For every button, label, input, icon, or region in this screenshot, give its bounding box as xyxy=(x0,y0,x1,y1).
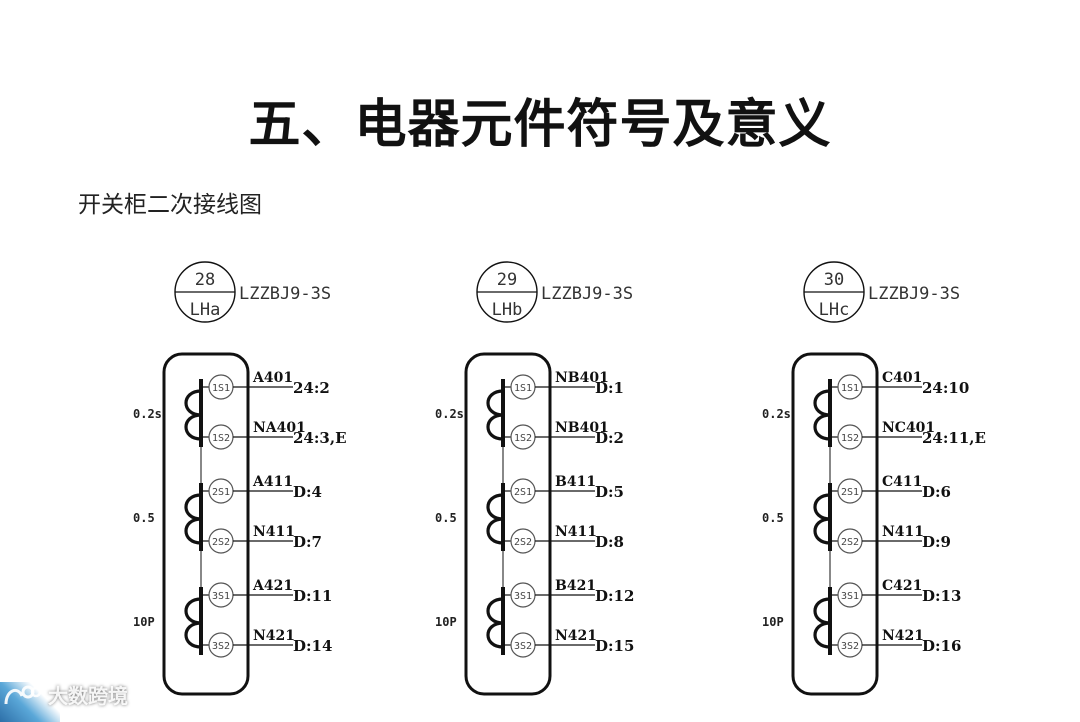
ct-coil xyxy=(184,493,202,545)
ct-terminal-id: 3S1 xyxy=(212,591,230,602)
ct-coil xyxy=(184,389,202,441)
ct-coil xyxy=(184,597,202,649)
ct-name: LHa xyxy=(190,300,221,320)
ct-wire-label: A421 xyxy=(252,578,293,594)
ct-destination: D:14 xyxy=(293,637,332,655)
ct-destination: D:8 xyxy=(595,533,624,551)
ct-destination: 24:2 xyxy=(293,379,330,397)
ct-destination: D:11 xyxy=(293,587,332,605)
ct-terminal-id: 3S2 xyxy=(212,641,230,652)
ct-terminal-id: 3S1 xyxy=(514,591,532,602)
ct-destination: D:5 xyxy=(595,483,624,501)
ct-wire-label: N421 xyxy=(882,628,924,644)
ct-destination: D:4 xyxy=(293,483,322,501)
ct-destination: D:13 xyxy=(922,587,961,605)
ct-number: 30 xyxy=(824,270,844,290)
ct-wire-label: NA401 xyxy=(253,420,306,436)
ct-wire-label: A401 xyxy=(252,370,293,386)
watermark: 大数跨境 xyxy=(2,680,128,709)
ct-destination: D:16 xyxy=(922,637,961,655)
ct-enclosure xyxy=(791,352,879,696)
ct-destination: D:12 xyxy=(595,587,634,605)
ct-terminal-id: 3S1 xyxy=(841,591,859,602)
ct-accuracy-class: 0.2s xyxy=(133,407,162,421)
corner-decoration xyxy=(0,682,60,722)
ct-wire-label: C411 xyxy=(882,474,922,490)
ct-terminal-id: 1S2 xyxy=(514,433,532,444)
ct-name: LHb xyxy=(492,300,523,320)
ct-coil xyxy=(486,597,504,649)
ct-wire-label: B411 xyxy=(555,474,596,490)
ct-terminal-id: 3S2 xyxy=(514,641,532,652)
page-title: 五、电器元件符号及意义 xyxy=(248,95,832,155)
ct-terminal-id: 2S1 xyxy=(841,487,859,498)
ct-enclosure xyxy=(162,352,250,696)
ct-wire-label: N421 xyxy=(555,628,597,644)
ct-accuracy-class: 10P xyxy=(435,615,457,629)
ct-terminal-id: 1S1 xyxy=(841,383,859,394)
ct-wire-label: C421 xyxy=(882,578,922,594)
ct-wire-label: N411 xyxy=(253,524,295,540)
ct-wire-label: A411 xyxy=(252,474,293,490)
ct-svg: 29LHbLZZBJ9-3S0.2s1S1NB401D:11S2NB401D:2… xyxy=(435,261,634,696)
ct-destination: 24:11,E xyxy=(922,429,986,447)
ct-wire-label: N411 xyxy=(882,524,924,540)
ct-coil xyxy=(813,389,831,441)
ct-terminal-id: 3S2 xyxy=(841,641,859,652)
ct-terminal-id: 1S1 xyxy=(514,383,532,394)
ct-enclosure xyxy=(464,352,552,696)
page-subtitle: 开关柜二次接线图 xyxy=(78,192,262,218)
ct-wire-label: NB401 xyxy=(555,420,609,436)
ct-model: LZZBJ9-3S xyxy=(541,284,633,304)
ct-wire-label: NB401 xyxy=(555,370,609,386)
ct-destination: D:9 xyxy=(922,533,951,551)
ct-number: 28 xyxy=(195,270,215,290)
watermark-logo-icon xyxy=(4,685,42,704)
ct-accuracy-class: 0.5 xyxy=(762,511,784,525)
ct-terminal-id: 1S2 xyxy=(212,433,230,444)
ct-coil xyxy=(486,493,504,545)
ct-wire-label: NC401 xyxy=(882,420,935,436)
ct-accuracy-class: 0.2s xyxy=(435,407,464,421)
ct-terminal-id: 1S1 xyxy=(212,383,230,394)
ct-coil xyxy=(813,493,831,545)
ct-terminal-id: 2S1 xyxy=(212,487,230,498)
ct-wire-label: C401 xyxy=(882,370,922,386)
ct-accuracy-class: 10P xyxy=(133,615,155,629)
ct-model: LZZBJ9-3S xyxy=(868,284,960,304)
ct-accuracy-class: 10P xyxy=(762,615,784,629)
ct-destination: D:15 xyxy=(595,637,634,655)
ct-destination: 24:3,E xyxy=(293,429,347,447)
ct-accuracy-class: 0.2s xyxy=(762,407,791,421)
ct-terminal-id: 2S1 xyxy=(514,487,532,498)
ct-destination: D:7 xyxy=(293,533,322,551)
ct-model: LZZBJ9-3S xyxy=(239,284,331,304)
ct-accuracy-class: 0.5 xyxy=(133,511,155,525)
ct-coil xyxy=(813,597,831,649)
ct-terminal-id: 2S2 xyxy=(514,537,532,548)
watermark-text: 大数跨境 xyxy=(48,684,128,708)
ct-destination: D:2 xyxy=(595,429,624,447)
ct-terminal-id: 1S2 xyxy=(841,433,859,444)
ct-destination: D:1 xyxy=(595,379,624,397)
ct-wire-label: N411 xyxy=(555,524,597,540)
ct-number: 29 xyxy=(497,270,517,290)
ct-destination: D:6 xyxy=(922,483,951,501)
ct-wire-label: N421 xyxy=(253,628,295,644)
ct-accuracy-class: 0.5 xyxy=(435,511,457,525)
ct-destination: 24:10 xyxy=(922,379,969,397)
ct-terminal-id: 2S2 xyxy=(841,537,859,548)
ct-coil xyxy=(486,389,504,441)
ct-name: LHc xyxy=(819,300,850,320)
ct-terminal-id: 2S2 xyxy=(212,537,230,548)
ct-wire-label: B421 xyxy=(555,578,596,594)
